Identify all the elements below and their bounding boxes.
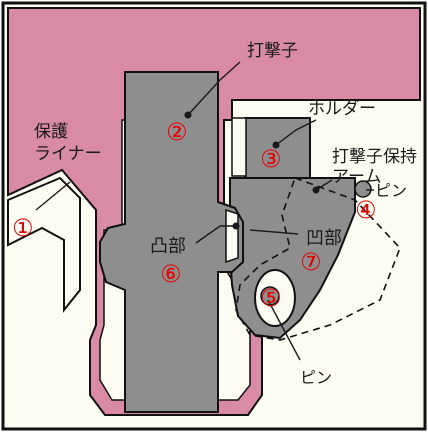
number-1: ① (12, 214, 34, 242)
leader-convex (195, 225, 236, 244)
label-liner: 保護ライナー (34, 122, 102, 164)
leader-pin-bottom (267, 299, 301, 361)
number-6: ⑥ (160, 260, 182, 288)
dot-arm (312, 186, 320, 194)
number-4: ④ (355, 196, 377, 224)
leader-holder (275, 119, 317, 146)
number-7: ⑦ (300, 248, 322, 276)
leader-liner (35, 181, 71, 211)
label-line: 打撃子保持 (332, 147, 417, 167)
label-pin-bottom: ピン (300, 368, 332, 387)
dot-convex (232, 222, 240, 230)
label-line: アーム (332, 167, 381, 187)
leader-striker (187, 61, 241, 116)
label-pin-top: ピン (375, 181, 407, 200)
label-convex: 凸部 (150, 236, 186, 257)
label-striker: 打撃子 (247, 41, 298, 61)
dot-striker (184, 111, 192, 119)
number-5: ⑤ (260, 284, 282, 312)
dot-holder (272, 141, 280, 149)
label-concave: 凹部 (306, 228, 342, 249)
label-line: 保護 (34, 122, 68, 142)
label-arm: 打撃子保持アーム (332, 147, 417, 187)
pin-top-circle (354, 180, 372, 198)
leader-concave (249, 229, 299, 235)
number-3: ③ (260, 145, 282, 173)
label-line: ライナー (34, 144, 102, 164)
striker-notch (225, 208, 239, 264)
striker-body (99, 71, 244, 413)
number-2: ② (166, 118, 188, 146)
label-holder: ホルダー (308, 99, 376, 119)
holder-slot (231, 117, 247, 177)
